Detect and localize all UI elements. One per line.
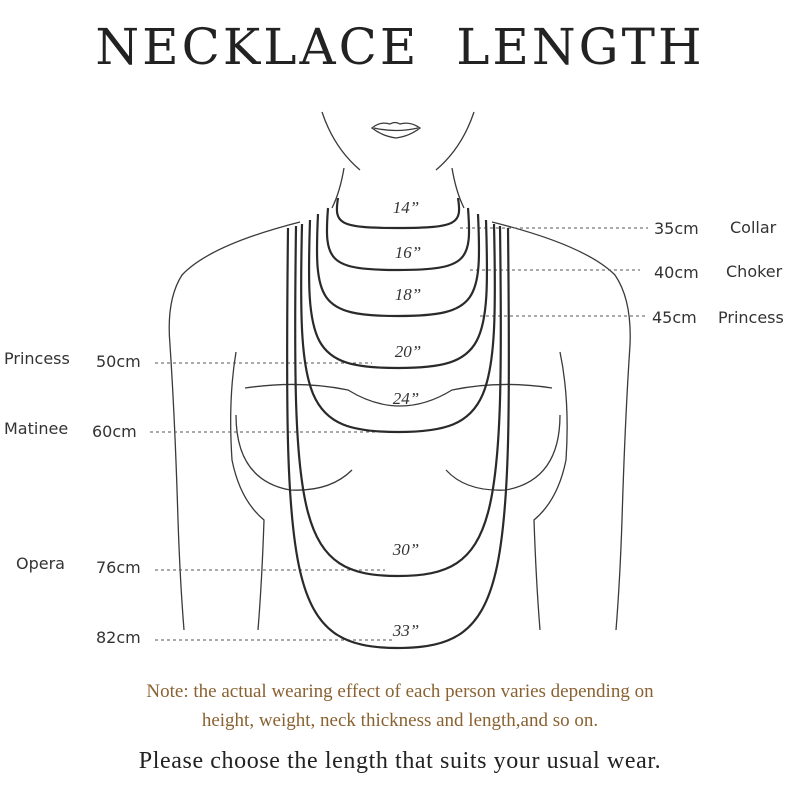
leader-lines bbox=[150, 227, 648, 641]
lips-line bbox=[373, 127, 419, 132]
name-label-opera: Opera bbox=[16, 554, 65, 573]
inch-label-16: 16” bbox=[395, 243, 421, 262]
cm-label-40: 40cm bbox=[654, 263, 699, 282]
inch-label-30: 30” bbox=[392, 540, 419, 559]
loop-18 bbox=[315, 213, 481, 318]
inch-labels: 14” 16” 18” 20” 24” 30” 33” bbox=[392, 198, 421, 640]
name-label-princess-45: Princess bbox=[718, 308, 784, 327]
name-label-princess-50: Princess bbox=[4, 349, 70, 368]
note-line-2: height, weight, neck thickness and lengt… bbox=[201, 710, 599, 731]
inch-label-24: 24” bbox=[393, 389, 419, 408]
cm-label-50: 50cm bbox=[96, 352, 141, 371]
loop-33 bbox=[285, 227, 511, 650]
right-body-side bbox=[533, 351, 568, 631]
inch-label-33: 33” bbox=[392, 621, 419, 640]
neck-right bbox=[451, 167, 465, 209]
necklace-loops bbox=[285, 197, 511, 650]
loop-14 bbox=[335, 197, 461, 230]
inch-label-18: 18” bbox=[395, 285, 421, 304]
face-right bbox=[435, 111, 475, 171]
left-labels: Princess 50cm Matinee 60cm Opera 76cm 82… bbox=[4, 349, 141, 647]
loop-16 bbox=[325, 207, 471, 272]
left-shoulder-arm bbox=[168, 221, 301, 631]
left-body-side bbox=[230, 351, 265, 631]
face-left bbox=[321, 111, 361, 171]
note-line-1: Note: the actual wearing effect of each … bbox=[146, 681, 654, 702]
inch-label-20: 20” bbox=[395, 342, 421, 361]
right-labels: 35cm Collar 40cm Choker 45cm Princess bbox=[652, 218, 784, 327]
cm-label-45: 45cm bbox=[652, 308, 697, 327]
neck-left bbox=[331, 167, 345, 209]
inch-label-14: 14” bbox=[393, 198, 419, 217]
chart-title: NECKLACE LENGTH bbox=[95, 18, 705, 76]
right-shoulder-arm bbox=[491, 221, 631, 631]
cm-label-82: 82cm bbox=[96, 628, 141, 647]
name-label-collar: Collar bbox=[730, 218, 777, 237]
loop-24 bbox=[300, 223, 496, 434]
closing-line: Please choose the length that suits your… bbox=[138, 748, 662, 774]
cm-label-76: 76cm bbox=[96, 558, 141, 577]
name-label-matinee: Matinee bbox=[4, 419, 68, 438]
right-bust bbox=[445, 414, 561, 491]
left-bust bbox=[235, 414, 353, 491]
loop-30 bbox=[294, 225, 502, 578]
cm-label-60: 60cm bbox=[92, 422, 137, 441]
cm-label-35: 35cm bbox=[654, 219, 699, 238]
loop-20 bbox=[307, 219, 489, 370]
lips bbox=[370, 121, 422, 139]
name-label-choker: Choker bbox=[726, 262, 783, 281]
